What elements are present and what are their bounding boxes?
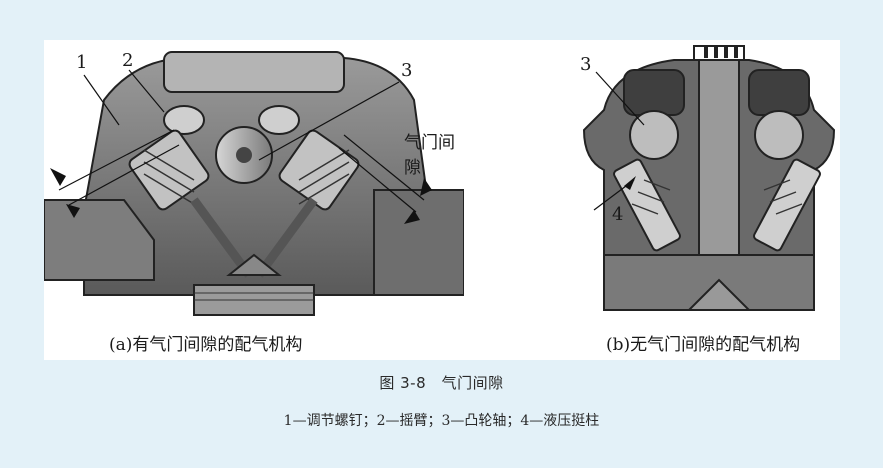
label-3-b: 3: [580, 54, 592, 75]
figure-a: 1 2 3 气门间隙 (a)有气门间隙的配气机构: [44, 40, 464, 360]
engine-illustration-a: [44, 51, 464, 316]
engine-illustration-b: [582, 45, 836, 311]
caption-b: (b)无气门间隙的配气机构: [606, 335, 801, 355]
figure-legend: 1—调节螺钉；2—摇臂；3—凸轮轴；4—液压挺柱: [283, 413, 600, 429]
valve-clearance-label: 气门间隙: [404, 133, 455, 178]
label-3: 3: [401, 60, 413, 81]
caption-a: (a)有气门间隙的配气机构: [109, 335, 303, 355]
figure-panel: 1 2 3 气门间隙 (a)有气门间隙的配气机构: [44, 40, 840, 360]
label-4-b: 4: [612, 204, 624, 225]
label-1: 1: [76, 52, 88, 73]
label-2: 2: [122, 50, 134, 71]
figure-b: 3 4 (b)无气门间隙的配气机构: [514, 40, 840, 360]
figure-title: 图 3-8 气门间隙: [379, 374, 504, 392]
